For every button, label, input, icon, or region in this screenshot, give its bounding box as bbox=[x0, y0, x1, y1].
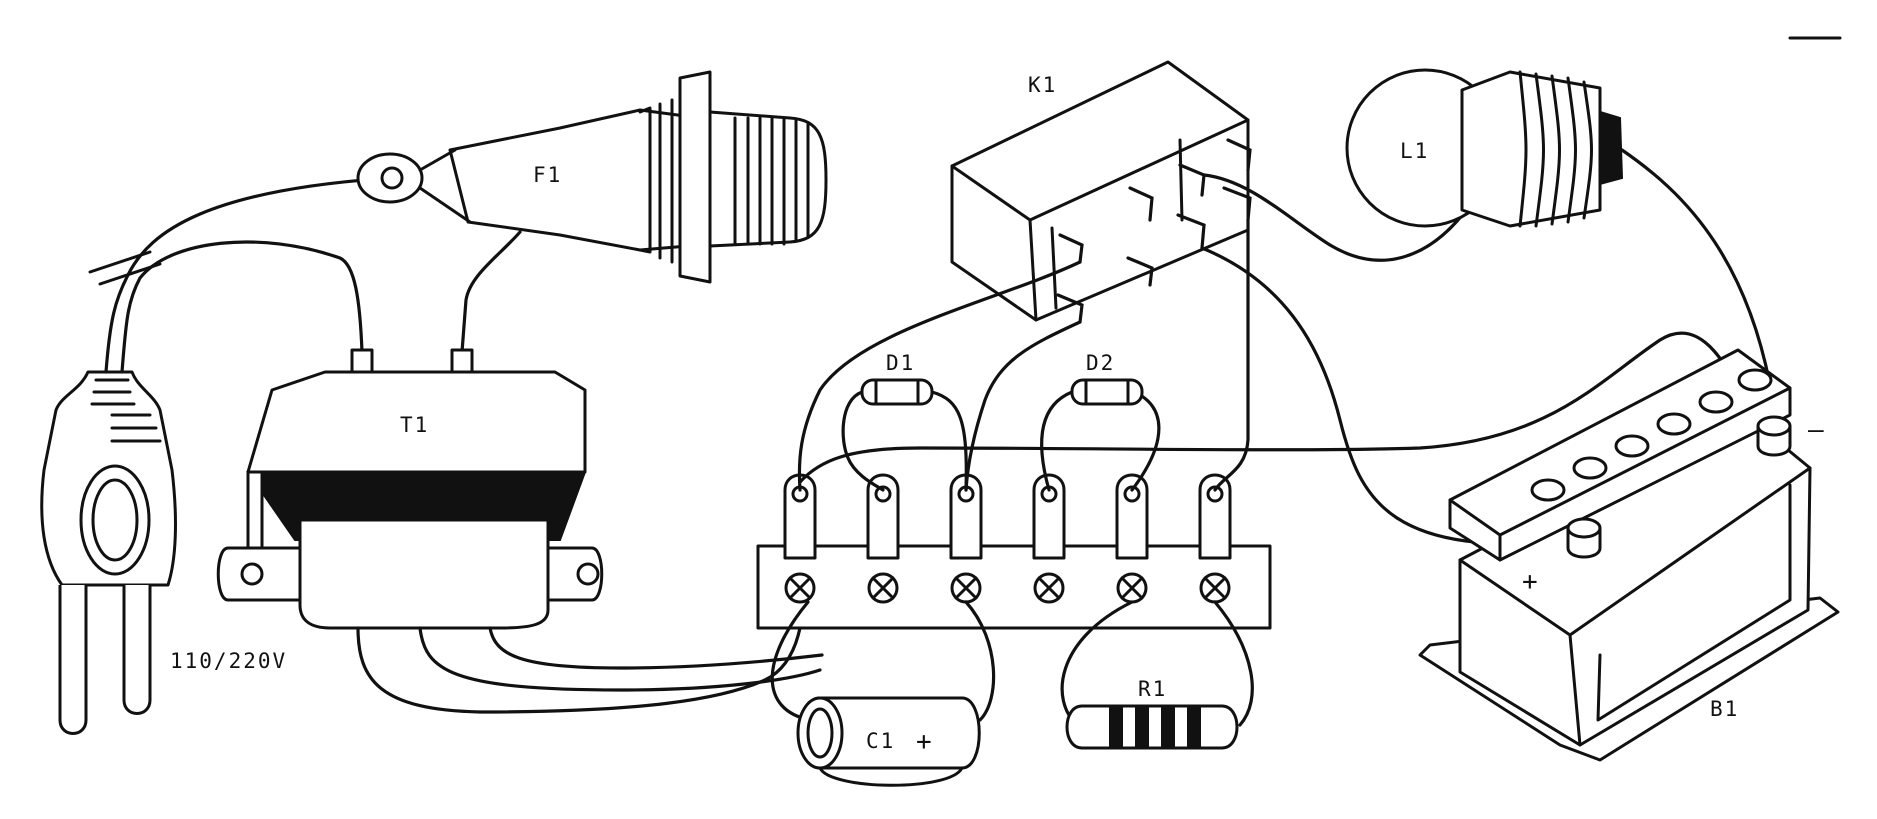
secondary-lead-1 bbox=[356, 606, 805, 714]
transformer-coil bbox=[298, 518, 550, 630]
relay-to-battery-plus-wire bbox=[1200, 246, 1582, 546]
relay-pin bbox=[1226, 138, 1252, 172]
lamp-base bbox=[1460, 70, 1602, 228]
fuse-solder-tab bbox=[356, 152, 424, 204]
relay-pin bbox=[1176, 213, 1206, 250]
lamp-thread bbox=[1518, 70, 1593, 228]
mains-cord-a bbox=[104, 176, 392, 374]
secondary-lead-2 bbox=[418, 626, 822, 692]
terminal-lug bbox=[783, 473, 817, 604]
transformer-mount-right bbox=[546, 546, 604, 602]
transformer-mount-left bbox=[216, 546, 302, 602]
battery-minus-label: – bbox=[1808, 415, 1826, 445]
relay-pin bbox=[1126, 256, 1154, 287]
secondary-lead-3 bbox=[488, 626, 824, 670]
terminal-lug bbox=[1198, 473, 1232, 604]
relay-contact-wire-strip bbox=[1213, 218, 1250, 492]
relay-pin bbox=[1058, 233, 1084, 264]
transformer bbox=[216, 348, 604, 630]
relay-coil-wire-1 bbox=[797, 260, 1082, 492]
terminal-lug bbox=[866, 473, 900, 604]
capacitor-label: C1 bbox=[866, 729, 895, 753]
plug-grip-oval bbox=[79, 464, 151, 576]
battery-cell-cap bbox=[1572, 456, 1608, 480]
battery-cell-cap bbox=[1737, 368, 1773, 392]
battery-cell-cap bbox=[1656, 412, 1692, 436]
battery-label: B1 bbox=[1710, 697, 1739, 721]
mains-plug bbox=[40, 370, 177, 735]
fuse-nut bbox=[678, 70, 712, 284]
diode-d1 bbox=[841, 378, 968, 492]
terminal-strip bbox=[756, 473, 1272, 630]
resistor-r1 bbox=[1060, 600, 1254, 750]
cord-break-mark-2 bbox=[98, 262, 162, 286]
relay-to-lamp-wire bbox=[1202, 173, 1472, 262]
resistor-label: R1 bbox=[1138, 677, 1167, 701]
plug-prong-left bbox=[58, 585, 88, 735]
terminal-strip-base bbox=[756, 544, 1272, 630]
terminal-lug bbox=[1032, 473, 1066, 604]
capacitor-polarity: + bbox=[916, 727, 934, 757]
capacitor-c1 bbox=[770, 600, 996, 787]
plug-prong-right bbox=[122, 585, 152, 715]
relay-label: K1 bbox=[1028, 73, 1057, 97]
battery-plus-label: + bbox=[1522, 567, 1540, 597]
battery-cell-cap bbox=[1530, 478, 1566, 502]
transformer-label: T1 bbox=[400, 413, 429, 437]
fuse-label: F1 bbox=[533, 163, 562, 187]
fuse-to-transformer-wire bbox=[460, 230, 522, 354]
lamp-contact bbox=[1599, 110, 1624, 186]
mains-cord-b bbox=[120, 240, 364, 374]
relay-pin bbox=[1222, 186, 1252, 222]
relay-k1 bbox=[950, 60, 1252, 324]
fuse-cap-ribs bbox=[733, 116, 810, 246]
cord-break-mark-1 bbox=[88, 250, 152, 274]
battery-cell-cap bbox=[1698, 390, 1734, 414]
negative-bus-wire bbox=[798, 331, 1762, 484]
relay-pin bbox=[1128, 186, 1154, 222]
relay-coil-wire-2 bbox=[964, 320, 1082, 492]
terminal-lug bbox=[1115, 473, 1149, 604]
battery-cell-cap bbox=[1614, 434, 1650, 458]
terminal-lug bbox=[949, 473, 983, 604]
lamp-l1 bbox=[1345, 68, 1624, 228]
lamp-label: L1 bbox=[1400, 139, 1429, 163]
fuse-holder bbox=[356, 70, 828, 284]
relay-pin bbox=[1056, 293, 1084, 324]
diode-d2-label: D2 bbox=[1086, 351, 1115, 375]
mains-voltage-label: 110/220V bbox=[170, 649, 287, 673]
diode-d1-label: D1 bbox=[886, 351, 915, 375]
diode-d2 bbox=[1040, 378, 1161, 492]
battery-b1 bbox=[1418, 348, 1840, 762]
fuse-thread-rings bbox=[638, 96, 686, 268]
